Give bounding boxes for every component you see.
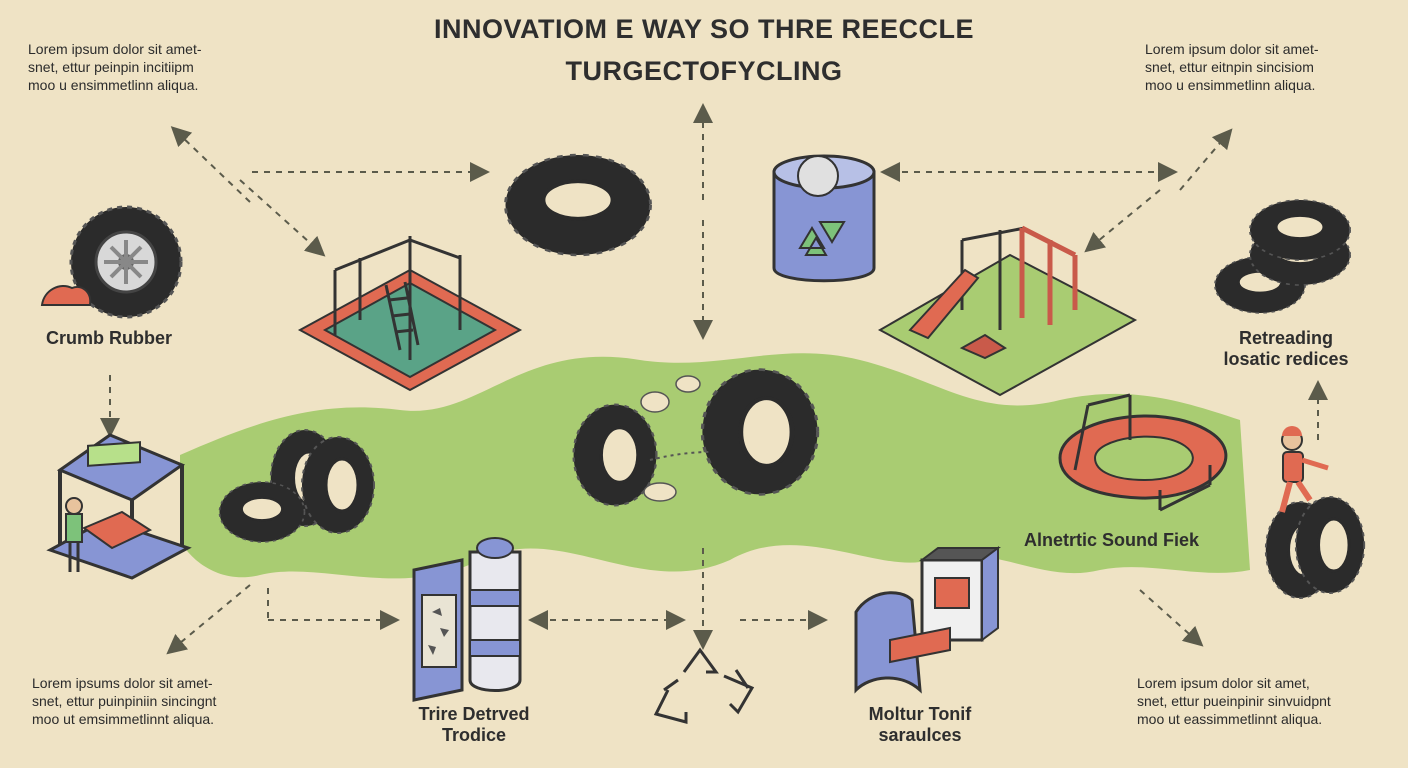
title-line-2: TURGECTOFYCLING (565, 55, 843, 86)
recycle-bin-icon (772, 154, 876, 283)
title-line-1: INNOVATIOM E WAY SO THRE REECCLE (433, 14, 975, 44)
tire-icon (1213, 198, 1352, 315)
label-retreading: Retreading losatic redices (1196, 328, 1376, 370)
crumb-rubber-machine-icon (46, 433, 192, 580)
label-motor-fuel-line-2: saraulces (878, 725, 962, 746)
worker-icon (1264, 426, 1366, 600)
label-tire-derived-line-1: Trire Detrved (418, 704, 530, 724)
label-motor-fuel-line-1: Moltur Tonif (868, 704, 972, 724)
playground-icon (297, 236, 523, 392)
label-athletic-field: Alnetrtic Sound Fiek (1024, 530, 1200, 550)
running-track-icon (1058, 393, 1228, 512)
label-retreading-line-2: losatic redices (1223, 349, 1349, 370)
fuel-machine-icon (854, 546, 1001, 694)
tire-derived-product-icon (412, 537, 522, 702)
tire-icon (506, 155, 651, 255)
note-bottom-left: Lorem ipsums dolor sit amet- snet, ettur… (32, 675, 217, 728)
label-tire-derived-line-2: Trodice (441, 725, 507, 746)
note-top-right: Lorem ipsum dolor sit amet- snet, ettur … (1145, 41, 1319, 94)
crumb-pile-icon (40, 285, 92, 306)
tire-icon (571, 370, 818, 508)
infographic-title: INNOVATIOM E WAY SO THRE REECCLE TURGECT… (300, 14, 1108, 88)
recycle-icon (653, 647, 755, 724)
note-top-left: Lorem ipsum dolor sit amet- snet, ettur … (28, 41, 202, 94)
playground-icon (877, 225, 1138, 397)
label-retreading-line-1: Retreading (1238, 328, 1334, 348)
note-bottom-right: Lorem ipsum dolor sit amet, snet, ettur … (1137, 675, 1331, 728)
flow-arrows (100, 103, 1328, 655)
label-crumb-rubber: Crumb Rubber (46, 328, 172, 348)
label-tire-derived-product: Trire Detrved Trodice (394, 704, 554, 746)
label-motor-fuel: Moltur Tonif saraulces (840, 704, 1000, 746)
tire-icon (69, 205, 183, 319)
